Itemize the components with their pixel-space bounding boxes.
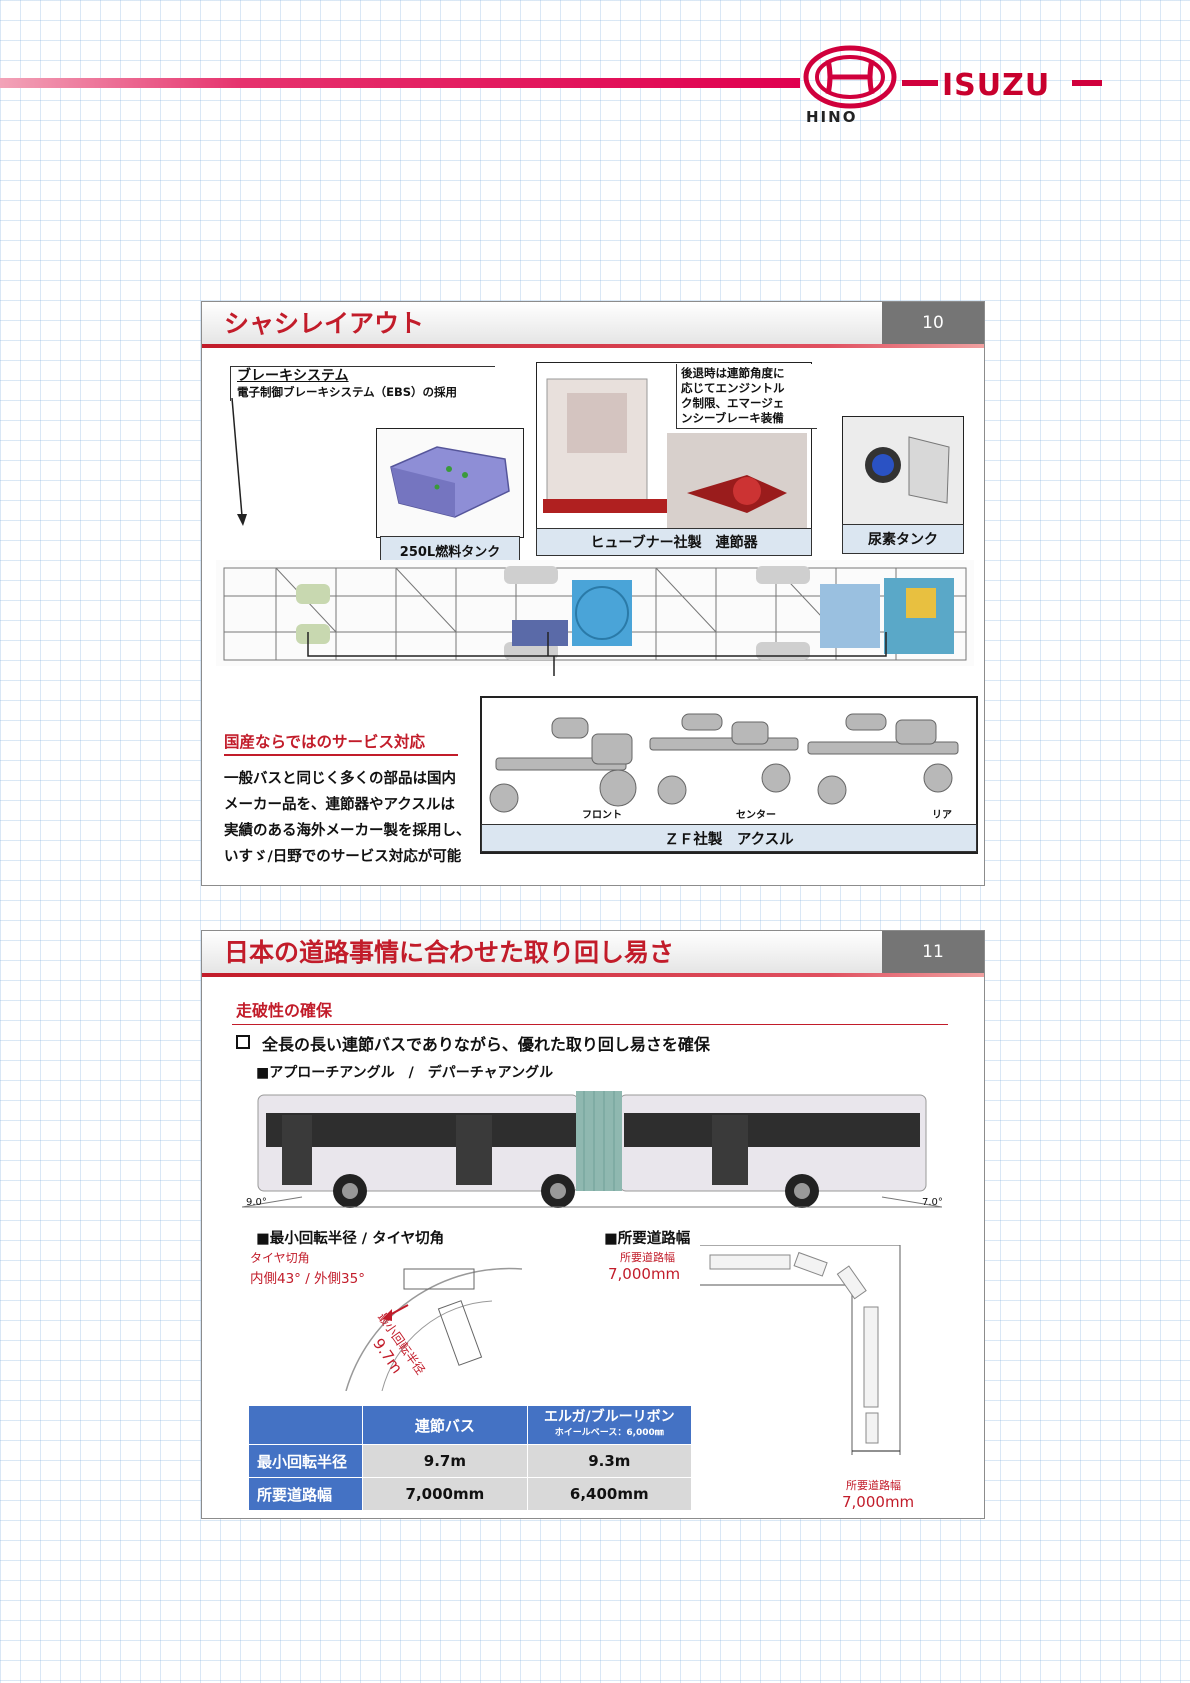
bullet-line: 全長の長い連節バスでありながら、優れた取り回し易さを確保 [236,1031,710,1055]
coupling-image [536,362,812,536]
road-width-top-value: 7,000mm [608,1265,681,1283]
chassis-layout-icon [216,560,974,666]
service-text-line: 一般バスと同じく多くの部品は国内 [224,771,456,787]
table-col-erga-title: エルガ/ブルーリボン [543,1409,675,1425]
subheading-rule [232,1024,948,1025]
table-row: 所要道路幅 7,000mm 6,400mm [247,1477,693,1511]
coupling-label: ヒューブナー社製 連節器 [536,528,812,556]
coupling-note-line: 後退時は連節角度に [681,366,785,380]
urea-tank-icon [843,417,963,525]
road-corner-icon [693,1244,901,1455]
road-width-top-caption: 所要道路幅 [620,1251,675,1264]
slide-number: 10 [882,302,984,344]
approach-label: ■アプローチアングル / デパーチャアングル [256,1065,554,1081]
departure-angle-value: 7.0° [922,1197,943,1208]
coupling-icon [543,378,807,533]
urea-tank-image [842,416,964,526]
table-col-articulated: 連節バス [362,1405,528,1445]
approach-angle-value: 9.0° [246,1197,267,1208]
table-col-erga: エルガ/ブルーリボン ホイールベース：6,000㎜ [526,1405,693,1445]
axle-bracket-icon [307,632,887,676]
slide-title-bar [202,302,984,346]
header-stripe [0,78,800,88]
title-underline [202,973,984,977]
service-text: 一般バスと同じく多くの部品は国内 メーカー品を、連節器やアクスルは 実績のある海… [224,766,471,870]
table-cell: 7,000mm [362,1477,528,1511]
road-width-diagram [693,1244,910,1461]
turning-arc-icon [345,1267,523,1392]
chassis-drawing [216,560,974,666]
road-width-bottom-caption: 所要道路幅 [846,1479,901,1492]
brake-arrow-icon [231,398,247,526]
table-cell: 6,400mm [526,1477,693,1511]
coupling-note-line: 応じてエンジントル [681,381,785,395]
turning-label: ■最小回転半径 / タイヤ切角 [256,1231,445,1247]
zf-axle-label: ＺＦ社製 アクスル [481,824,977,852]
coupling-note-line: ンシーブレーキ装備 [681,411,784,425]
table-row: 最小回転半径 9.7m 9.3m [247,1444,693,1478]
service-text-line: いすゞ/日野でのサービス対応が可能 [224,849,462,865]
hino-logo [802,44,898,122]
slide-maneuverability: 日本の道路事情に合わせた取り回し易さ 11 走破性の確保 全長の長い連節バスであ… [201,930,985,1519]
brake-system-title: ブレーキシステム [237,368,349,384]
checkbox-bullet-icon [236,1035,250,1049]
slide-number: 11 [882,931,984,973]
service-text-line: 実績のある海外メーカー製を採用し、 [224,823,471,839]
axle-center-label: センター [736,810,776,821]
bullet-text: 全長の長い連節バスでありながら、優れた取り回し易さを確保 [262,1035,710,1054]
service-text-line: メーカー品を、連節器やアクスルは [224,797,455,813]
table-cell: 9.7m [362,1444,528,1478]
brake-system-desc: 電子制御ブレーキシステム（EBS）の採用 [237,385,458,399]
table-corner [247,1405,364,1445]
coupling-note-line: ク制限、エマージェ [681,396,785,410]
slide-chassis-layout: シャシレイアウト 10 ブレーキシステム 電子制御ブレーキシステム（EBS）の採… [201,301,985,886]
fuel-tank-image [376,428,524,538]
comparison-table: 連節バス エルガ/ブルーリボン ホイールベース：6,000㎜ 最小回転半径 9.… [247,1405,693,1511]
title-underline [202,344,984,348]
axle-rear-label: リア [932,810,952,821]
tire-angle-value: 内側43° / 外側35° [250,1271,365,1287]
fuel-tank-icon [390,446,510,518]
table-col-erga-sub: ホイールベース：6,000㎜ [554,1428,664,1438]
header-stripe-mid [902,80,938,86]
axle-front-label: フロント [582,810,622,821]
axle-images-icon [489,713,959,813]
articulated-bus-icon [241,1091,943,1208]
hino-emblem-icon [803,45,897,109]
table-header-row: 連節バス エルガ/ブルーリボン ホイールベース：6,000㎜ [247,1405,693,1445]
table-cell: 9.3m [526,1444,693,1478]
slide-title: シャシレイアウト [224,309,425,338]
table-row-label: 最小回転半径 [247,1444,364,1478]
turning-diagram [342,1259,532,1392]
subheading: 走破性の確保 [236,1001,333,1020]
road-width-label: ■所要道路幅 [604,1231,691,1247]
bus-side-view [241,1085,943,1211]
tire-angle-caption: タイヤ切角 [250,1251,310,1265]
header-stripe-end [1072,80,1102,86]
service-title: 国産ならではのサービス対応 [224,733,426,751]
urea-tank-label: 尿素タンク [842,524,964,554]
hino-logo-text: HINO [806,108,858,126]
slide-title-bar [202,931,984,975]
isuzu-logo: ISUZU [942,68,1051,103]
road-width-bottom-value: 7,000mm [842,1493,915,1511]
slide-title: 日本の道路事情に合わせた取り回し易さ [224,938,675,967]
service-rule [224,754,458,756]
brake-system-box: ブレーキシステム 電子制御ブレーキシステム（EBS）の採用 [230,366,495,401]
table-row-label: 所要道路幅 [247,1477,364,1511]
coupling-note: 後退時は連節角度に 応じてエンジントル ク制限、エマージェ ンシーブレーキ装備 [676,364,817,429]
